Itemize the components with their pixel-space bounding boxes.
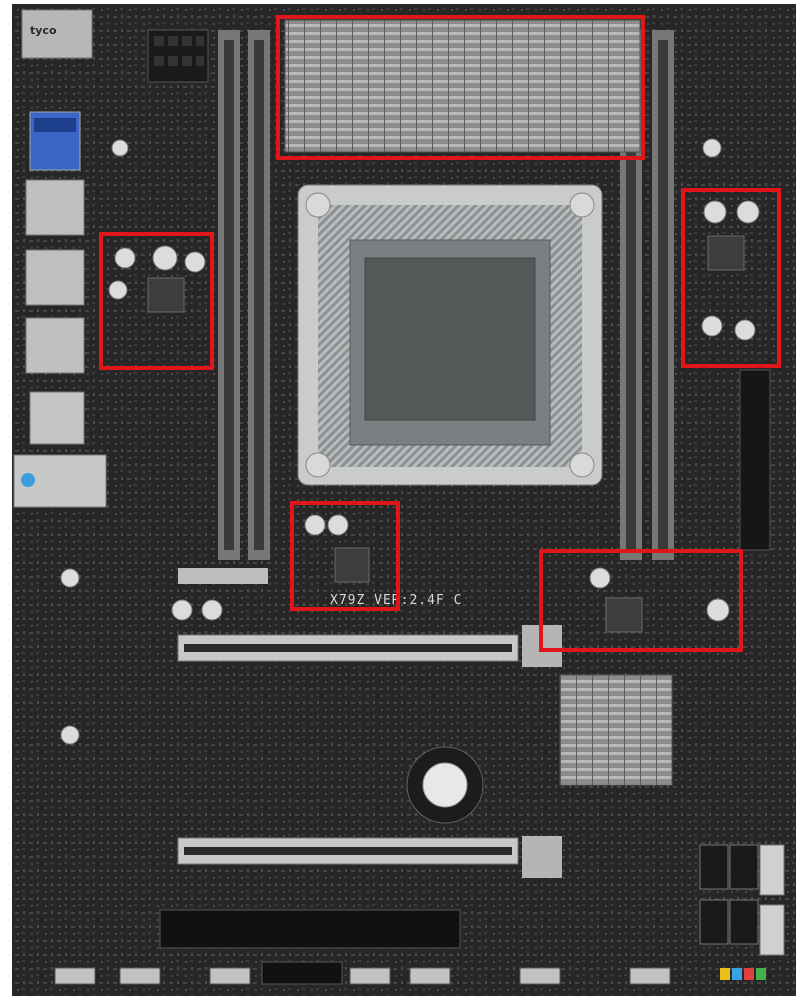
highlight-box-lower-right-vrm [539, 549, 743, 652]
audio-jack [21, 473, 35, 487]
inductors [147, 235, 745, 633]
highlight-box-center-vrm [290, 501, 400, 611]
sata-ports [699, 844, 785, 956]
highlight-box-right-vrm [681, 188, 781, 368]
usb-port [25, 317, 85, 374]
rear-io-panel: tyco [13, 9, 107, 508]
usb-port [25, 179, 85, 236]
capacitors [60, 138, 760, 745]
model-silkscreen: X79Z VER:2.4F C [330, 593, 462, 608]
vrm-heatsink [284, 19, 641, 153]
tyco-connector [21, 9, 93, 59]
svg-text:tyco: tyco [30, 24, 57, 37]
front-panel-header [720, 968, 766, 980]
pcie-slots [159, 568, 562, 949]
highlight-box-left-vrm [99, 232, 214, 370]
highlight-box-vrm-heatsink [276, 15, 645, 160]
cmos-battery [406, 746, 484, 824]
bottom-headers [54, 961, 671, 985]
memory-slots [218, 30, 674, 560]
highlight-boxes [99, 15, 781, 652]
atx-power-connector [739, 369, 771, 551]
usb-port [25, 249, 85, 306]
audio-block [13, 454, 107, 508]
chipset-heatsink [559, 674, 673, 786]
cpu-socket [297, 184, 603, 486]
ethernet-port [29, 391, 85, 445]
